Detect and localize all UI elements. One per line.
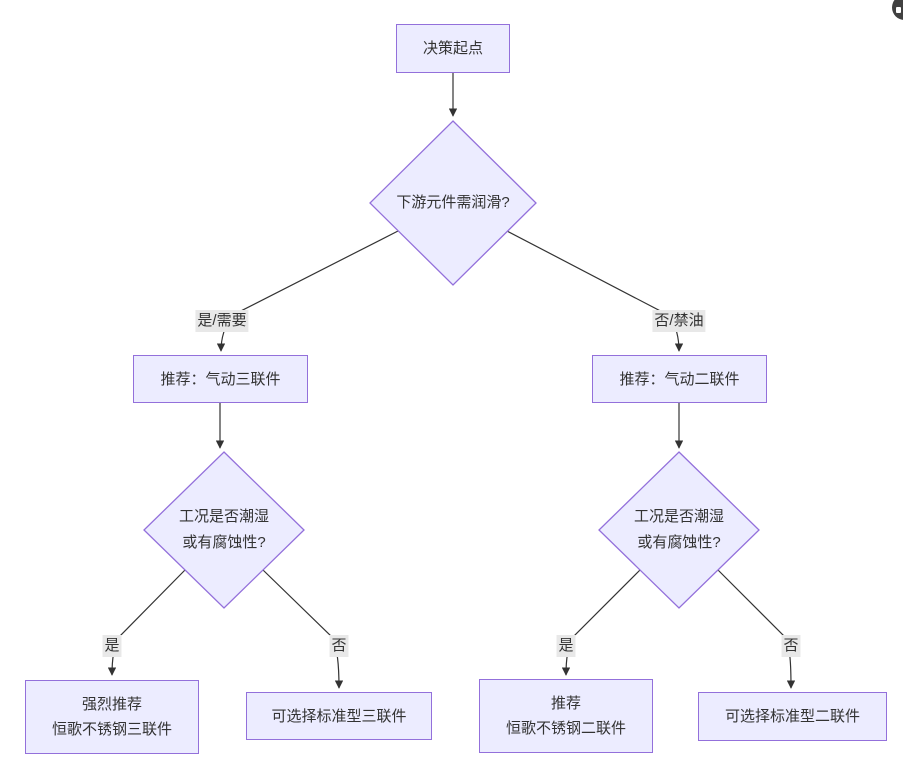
node-result-stainless-duplex: 推荐 恒歌不锈钢二联件 <box>479 679 653 753</box>
node-start-label: 决策起点 <box>422 40 483 57</box>
node-result-stainless-triple-line1: 强烈推荐 <box>81 696 142 713</box>
node-result-standard-triple-label: 可选择标准型三联件 <box>271 707 407 725</box>
node-recommend-duplex: 推荐：气动二联件 <box>592 355 767 403</box>
node-recommend-duplex-label: 推荐：气动二联件 <box>619 370 740 388</box>
diamond-shapes <box>143 120 760 609</box>
node-result-stainless-duplex-line2: 恒歌不锈钢二联件 <box>505 720 626 737</box>
edge-q1-to-rec2 <box>506 230 684 352</box>
diamond-wet-right-text: 工况是否潮湿 或有腐蚀性? <box>609 503 749 557</box>
edge-q1-to-rec3 <box>216 230 399 352</box>
node-result-stainless-duplex-line1: 推荐 <box>550 695 581 712</box>
diamond-wet-right <box>598 451 760 609</box>
edge-q3-to-res3 <box>561 569 641 676</box>
edge-q2-to-res1 <box>107 569 186 676</box>
node-result-standard-triple: 可选择标准型三联件 <box>246 692 432 740</box>
diamond-lubrication-text: 下游元件需润滑? <box>373 189 533 217</box>
edge-label-yes-left: 是 <box>102 635 122 657</box>
node-result-standard-duplex-label: 可选择标准型二联件 <box>724 708 860 725</box>
diamond-wet-right-line1: 工况是否潮湿 <box>633 508 724 525</box>
node-recommend-triple-label: 推荐：气动三联件 <box>160 370 281 388</box>
node-start: 决策起点 <box>396 24 510 73</box>
edge-label-yes-need: 是/需要 <box>195 310 249 332</box>
diamond-wet-right-line2: 或有腐蚀性? <box>637 534 721 551</box>
node-recommend-triple: 推荐：气动三联件 <box>133 355 308 403</box>
edge-label-no-left: 否 <box>329 635 349 657</box>
corner-badge-icon <box>896 7 901 13</box>
diamond-lubrication <box>369 120 537 286</box>
diamond-wet-left-text: 工况是否潮湿 或有腐蚀性? <box>154 503 294 557</box>
corner-badge-button[interactable] <box>892 0 903 20</box>
edge-label-no-right: 否 <box>781 635 801 657</box>
node-result-stainless-triple-line2: 恒歌不锈钢三联件 <box>51 721 172 738</box>
diamond-wet-left <box>143 451 305 609</box>
edge-q3-to-res4 <box>717 569 796 689</box>
node-result-standard-duplex: 可选择标准型二联件 <box>698 692 887 741</box>
edge-q2-to-res2 <box>262 569 344 689</box>
edge-label-yes-right: 是 <box>556 635 576 657</box>
diamond-lubrication-label: 下游元件需润滑? <box>396 194 510 211</box>
node-result-stainless-triple: 强烈推荐 恒歌不锈钢三联件 <box>25 680 199 754</box>
diamond-wet-left-line2: 或有腐蚀性? <box>182 534 266 551</box>
edge-label-no-oil: 否/禁油 <box>652 310 706 332</box>
diamond-wet-left-line1: 工况是否潮湿 <box>178 508 269 525</box>
